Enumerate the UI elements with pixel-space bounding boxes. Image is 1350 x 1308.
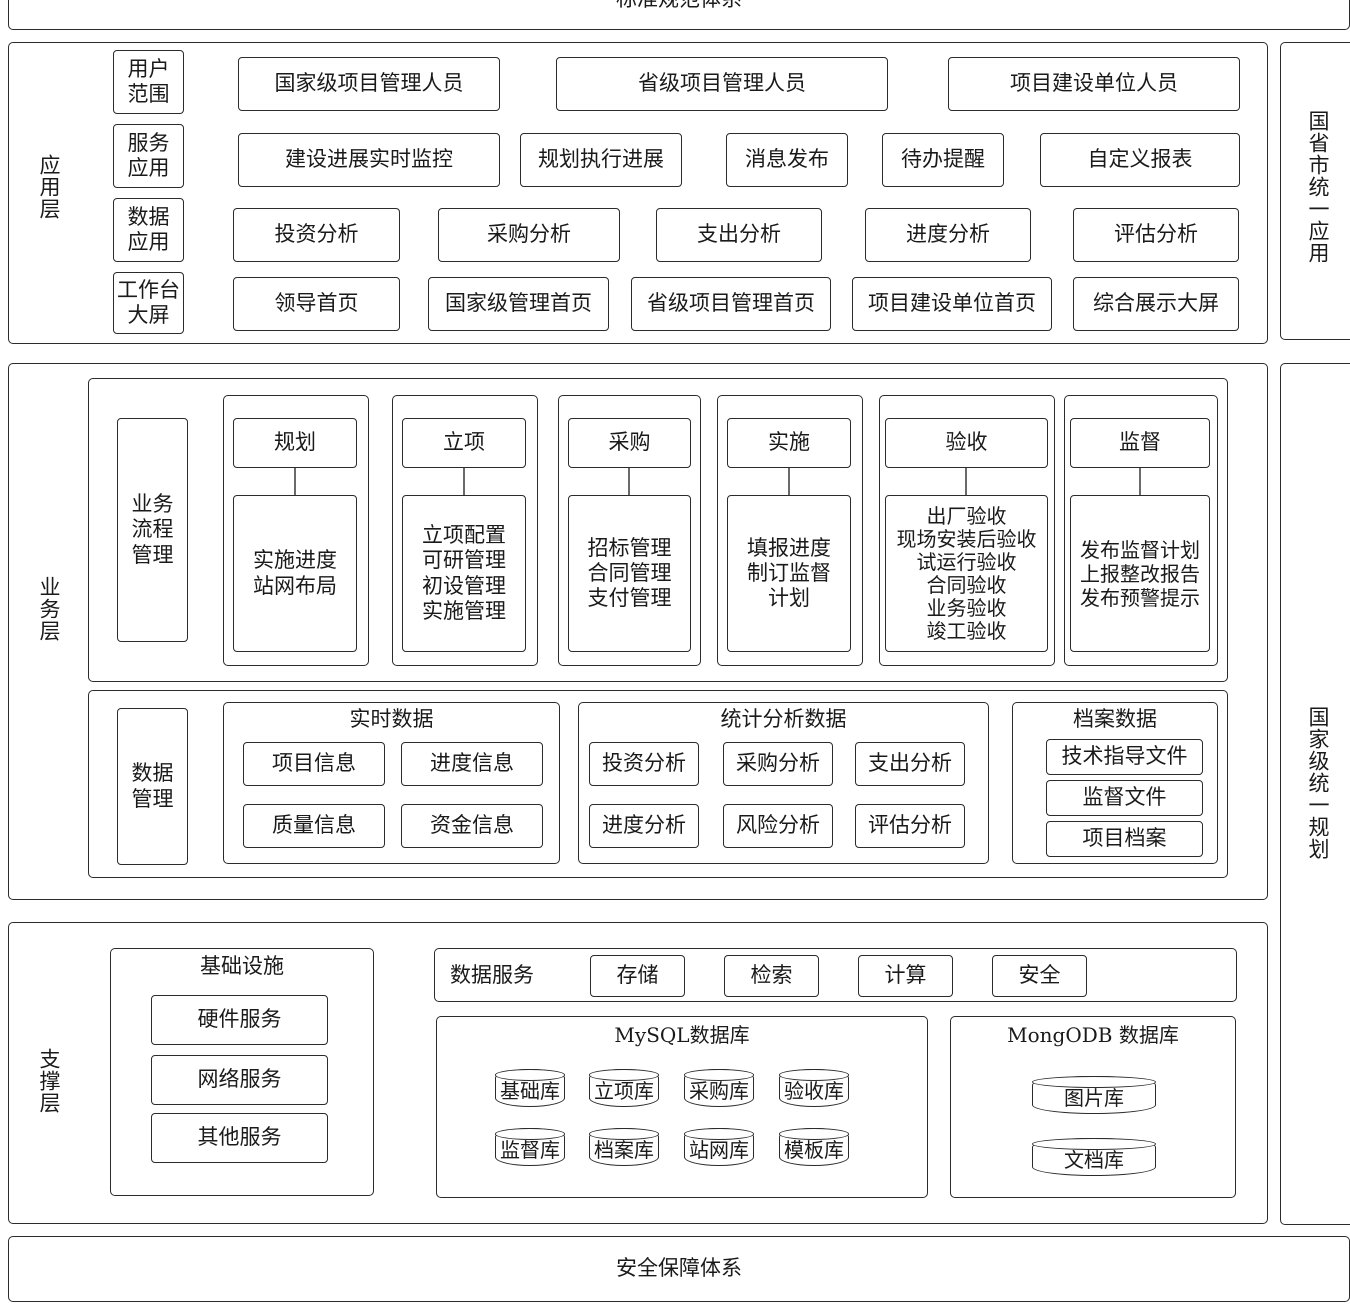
statistics-data-item: 进度分析 [589,804,699,848]
data-management-label: 数据 管理 [117,708,188,865]
mysql-db-label: 采购库 [689,1079,749,1103]
application-layer-label: 应用层 [37,154,61,220]
support-layer-label: 支撑层 [37,1048,61,1114]
stage-title: 规划 [233,418,357,468]
mysql-db-label: 站网库 [689,1138,749,1162]
stage-title: 实施 [727,418,851,468]
data-app-item: 进度分析 [865,208,1031,262]
security-banner-label: 安全保障体系 [616,1256,742,1281]
realtime-data-item: 资金信息 [401,804,543,848]
statistics-data-item: 支出分析 [855,742,965,786]
stage-title: 验收 [885,418,1048,468]
realtime-data-item: 进度信息 [401,742,543,786]
workbench-item: 省级项目管理首页 [631,277,831,331]
workbench-item: 项目建设单位首页 [852,277,1052,331]
unified-planning-panel [1280,363,1350,1225]
archive-data-item: 监督文件 [1046,780,1203,816]
mongodb-database-title: MongODB 数据库 [1007,1023,1179,1047]
standards-banner-label: 标准规范体系 [9,0,1349,12]
statistics-data-item: 采购分析 [723,742,833,786]
data-app-item: 投资分析 [233,208,400,262]
infrastructure-item: 硬件服务 [151,995,328,1045]
workbench-item: 领导首页 [233,277,400,331]
process-management-label: 业务 流程 管理 [117,418,188,642]
mongodb-db-label: 文档库 [1064,1148,1124,1172]
app-row-label: 工作台 大屏 [113,272,184,334]
archive-data-item: 项目档案 [1046,821,1203,857]
mongodb-db-cylinder: 文档库 [1031,1137,1157,1176]
mysql-db-label: 模板库 [784,1138,844,1162]
mysql-db-cylinder: 采购库 [683,1068,755,1107]
app-row-label: 用户 范围 [113,50,184,114]
mongodb-db-label: 图片库 [1064,1086,1124,1110]
infrastructure-title: 基础设施 [200,954,284,978]
app-row-label: 数据 应用 [113,198,184,262]
archive-data-item: 技术指导文件 [1046,739,1203,775]
stage-body: 招标管理 合同管理 支付管理 [568,495,691,652]
app-row-label: 服务 应用 [113,124,184,188]
mysql-db-label: 验收库 [784,1079,844,1103]
user-scope-item: 国家级项目管理人员 [238,57,500,111]
mysql-db-cylinder: 模板库 [778,1127,850,1166]
service-app-item: 建设进展实时监控 [238,133,500,187]
data-services-title: 数据服务 [450,963,534,987]
stage-body: 发布监督计划 上报整改报告 发布预警提示 [1070,495,1210,652]
statistics-data-title: 统计分析数据 [720,707,847,731]
data-service-item: 存储 [590,955,685,997]
unified-application-panel [1280,42,1350,340]
data-service-item: 计算 [858,955,953,997]
service-app-item: 待办提醒 [882,133,1004,187]
standards-banner: 标准规范体系 [8,0,1350,30]
unified-planning-label: 国家级统一规划 [1306,706,1330,860]
stage-body: 实施进度 站网布局 [233,495,357,652]
stage-body: 出厂验收 现场安装后验收 试运行验收 合同验收 业务验收 竣工验收 [885,495,1048,652]
mysql-db-cylinder: 站网库 [683,1127,755,1166]
mysql-database-group [436,1016,928,1198]
user-scope-item: 省级项目管理人员 [556,57,888,111]
mysql-db-cylinder: 档案库 [588,1127,660,1166]
mysql-db-label: 立项库 [594,1079,654,1103]
mysql-db-cylinder: 立项库 [588,1068,660,1107]
service-app-item: 自定义报表 [1040,133,1240,187]
stage-body: 立项配置 可研管理 初设管理 实施管理 [402,495,526,652]
stage-title: 采购 [568,418,691,468]
service-app-item: 规划执行进展 [520,133,682,187]
realtime-data-item: 质量信息 [243,804,385,848]
mysql-database-title: MySQL数据库 [614,1023,750,1047]
realtime-data-item: 项目信息 [243,742,385,786]
security-banner: 安全保障体系 [8,1236,1350,1302]
archive-data-title: 档案数据 [1073,707,1157,731]
stage-title: 监督 [1070,418,1210,468]
infrastructure-item: 网络服务 [151,1055,328,1105]
realtime-data-title: 实时数据 [349,707,434,731]
mysql-db-label: 档案库 [594,1138,654,1162]
service-app-item: 消息发布 [726,133,848,187]
data-app-item: 评估分析 [1073,208,1239,262]
statistics-data-item: 投资分析 [589,742,699,786]
unified-application-label: 国省市统一应用 [1306,110,1330,264]
mysql-db-cylinder: 验收库 [778,1068,850,1107]
business-layer-label: 业务层 [37,576,61,642]
data-service-item: 检索 [724,955,819,997]
mysql-db-label: 基础库 [500,1079,560,1103]
data-service-item: 安全 [992,955,1087,997]
data-services-group [434,948,1237,1002]
data-app-item: 支出分析 [656,208,822,262]
data-app-item: 采购分析 [438,208,620,262]
infrastructure-item: 其他服务 [151,1113,328,1163]
mysql-db-cylinder: 监督库 [494,1127,566,1166]
stage-body: 填报进度 制订监督 计划 [727,495,851,652]
statistics-data-item: 评估分析 [855,804,965,848]
statistics-data-item: 风险分析 [723,804,833,848]
workbench-item: 综合展示大屏 [1073,277,1239,331]
mysql-db-cylinder: 基础库 [494,1068,566,1107]
stage-title: 立项 [402,418,526,468]
mysql-db-label: 监督库 [500,1138,560,1162]
mongodb-db-cylinder: 图片库 [1031,1075,1157,1114]
user-scope-item: 项目建设单位人员 [948,57,1240,111]
workbench-item: 国家级管理首页 [428,277,609,331]
